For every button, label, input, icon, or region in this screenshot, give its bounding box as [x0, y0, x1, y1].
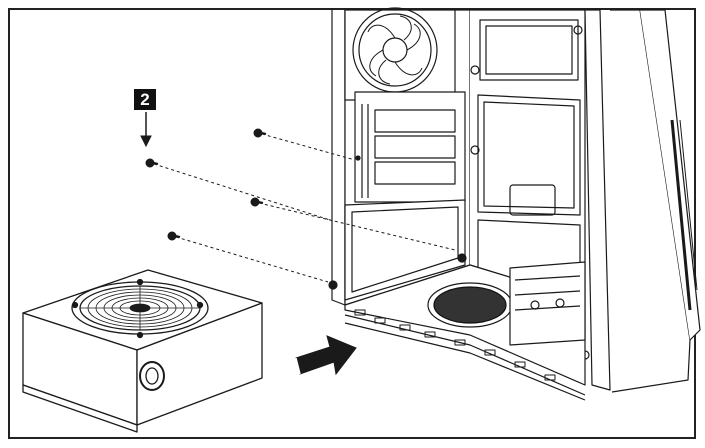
fan-blades — [367, 15, 423, 85]
screw-guides — [153, 133, 456, 283]
screw-icon — [250, 197, 264, 207]
screw-icon — [145, 158, 159, 168]
step-number-badge: 2 — [134, 89, 156, 110]
pc-case — [328, 7, 701, 401]
right-arrow-icon — [295, 335, 357, 376]
floor-slots — [354, 309, 556, 381]
screw-icon — [253, 128, 267, 138]
screw-icon — [167, 231, 181, 241]
screws — [145, 128, 267, 241]
figure-frame — [8, 8, 696, 439]
down-arrow-icon — [140, 112, 152, 148]
psu-fan-grill — [80, 286, 200, 330]
power-supply-unit — [22, 269, 263, 433]
